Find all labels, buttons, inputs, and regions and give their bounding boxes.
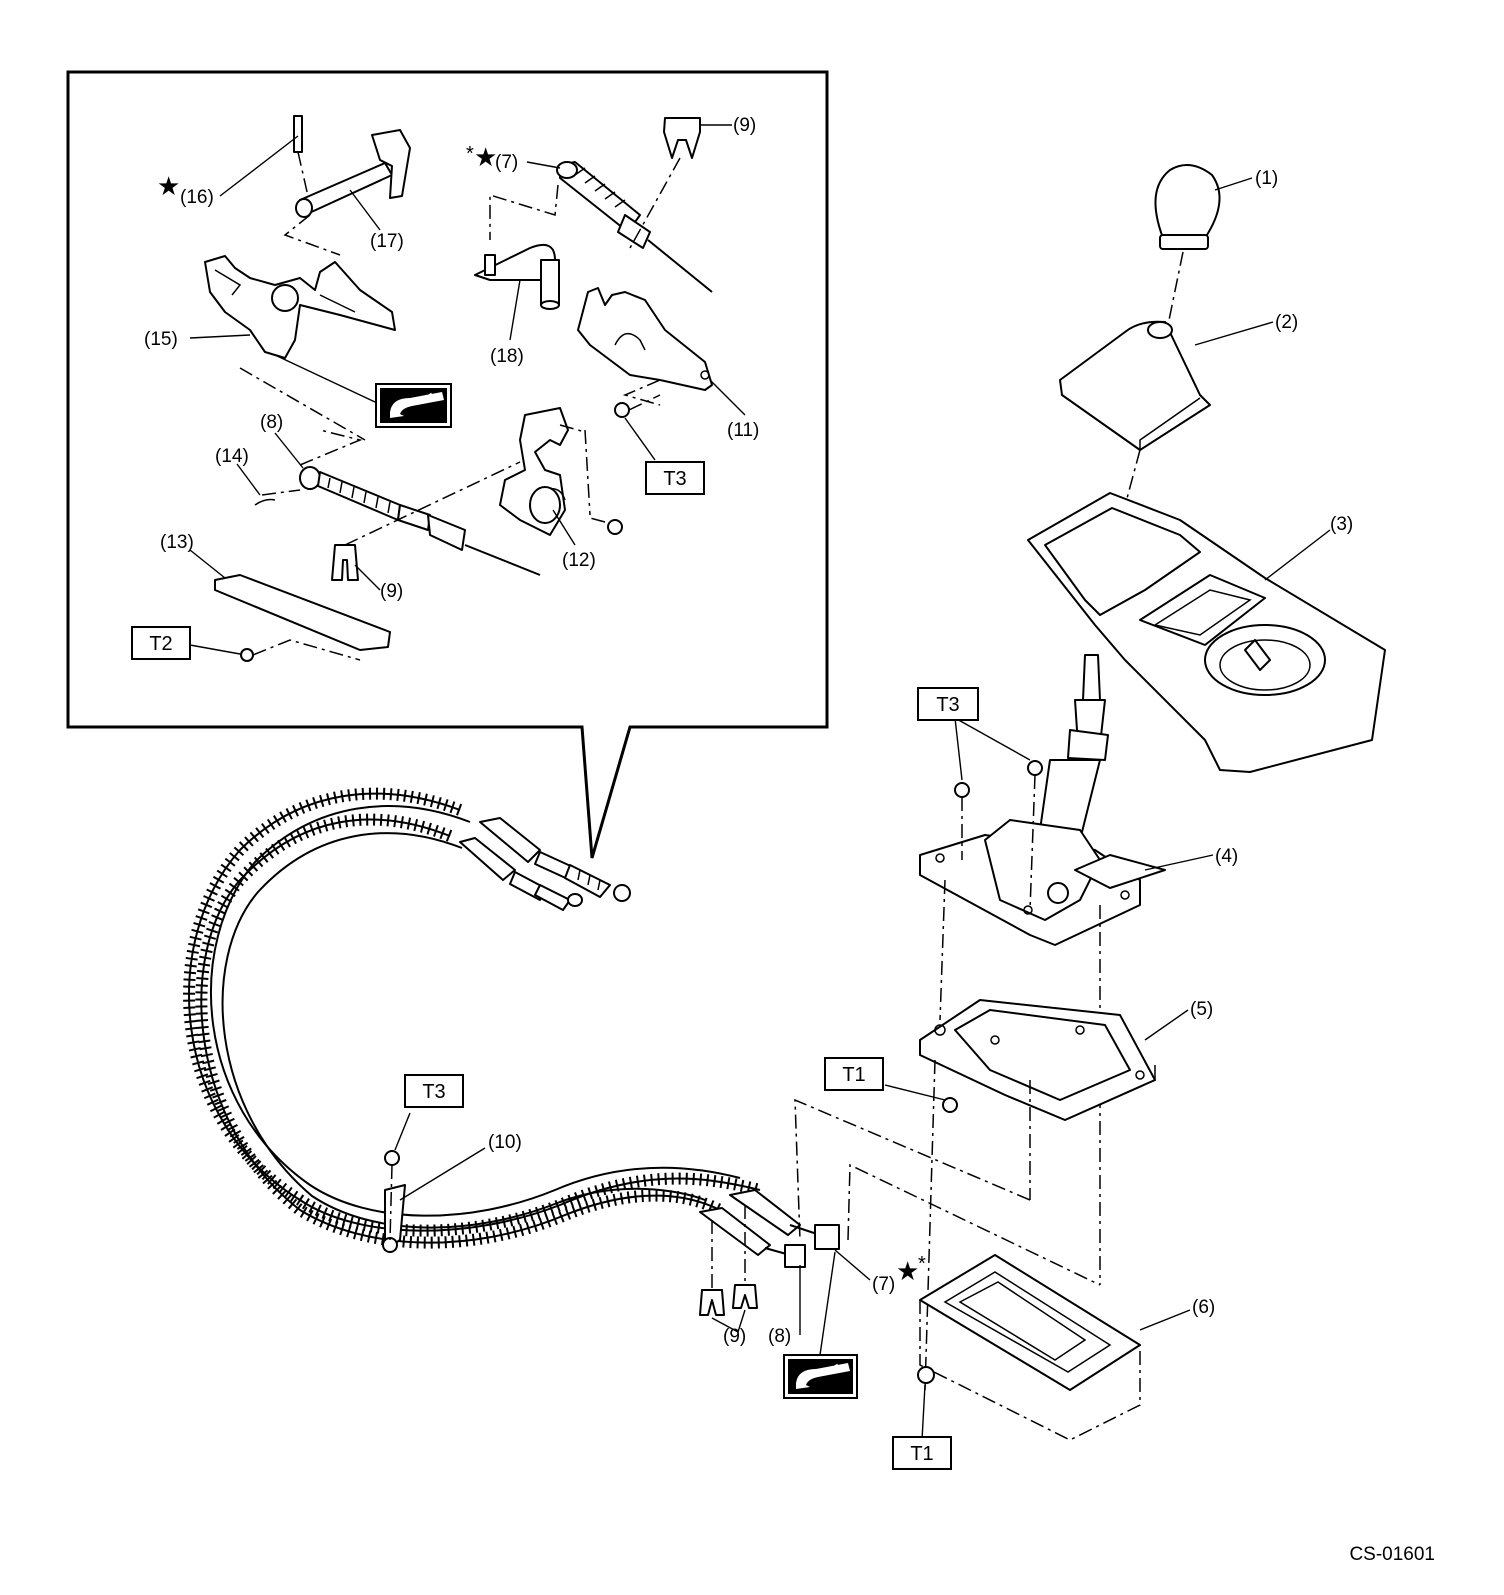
part-labels: (1) (2) (3) (4) (5) (6) (7) (7) (8) (8) … bbox=[144, 115, 1353, 1347]
part-9-clips-main bbox=[699, 1284, 758, 1333]
part-18-lever bbox=[474, 244, 560, 341]
part-3-center-console bbox=[1027, 492, 1386, 773]
label-part-14: (14) bbox=[215, 446, 249, 467]
torque-box-t3-inset: T3 bbox=[645, 461, 705, 495]
label-part-18: (18) bbox=[490, 346, 524, 367]
label-part-6: (6) bbox=[1192, 1297, 1215, 1318]
bolt-t3-inset bbox=[614, 394, 661, 461]
part-9-clip-inset-top bbox=[629, 117, 732, 249]
label-part-9-main: (9) bbox=[723, 1326, 746, 1347]
label-part-4: (4) bbox=[1215, 846, 1238, 867]
star-marker-16: ★ bbox=[157, 171, 180, 201]
torque-box-t3-upper: T3 bbox=[917, 687, 979, 721]
part-16-pin bbox=[219, 115, 311, 206]
label-part-10: (10) bbox=[488, 1132, 522, 1153]
torque-box-t2: T2 bbox=[131, 626, 191, 660]
torque-label-t1-upper: T1 bbox=[842, 1064, 865, 1086]
label-part-3: (3) bbox=[1330, 514, 1353, 535]
torque-label-t2: T2 bbox=[149, 633, 172, 655]
part-1-knob bbox=[1154, 164, 1253, 326]
torque-box-t3-cable: T3 bbox=[404, 1074, 464, 1108]
part-15-bracket bbox=[189, 255, 396, 441]
torque-labels: T2 T3 T3 T3 T1 T1 bbox=[131, 461, 979, 1470]
torque-box-t1-upper: T1 bbox=[824, 1057, 884, 1091]
torque-label-t3-upper: T3 bbox=[936, 694, 959, 716]
label-part-5: (5) bbox=[1190, 999, 1213, 1020]
part-9-clip-inset-bottom bbox=[331, 461, 521, 591]
part-2-shift-boot bbox=[1059, 320, 1274, 581]
part-12-bracket bbox=[499, 407, 623, 546]
label-part-13: (13) bbox=[160, 532, 194, 553]
grease-apply-icon bbox=[375, 383, 452, 428]
figure-code: CS-01601 bbox=[1349, 1544, 1435, 1565]
nut-t1-lower bbox=[917, 1366, 935, 1441]
label-part-12: (12) bbox=[562, 550, 596, 571]
label-part-9-inset-top: (9) bbox=[733, 115, 756, 136]
shift-lever bbox=[1039, 654, 1109, 841]
label-part-9-inset-bottom: (9) bbox=[380, 581, 403, 602]
label-part-7-main: (7) bbox=[872, 1274, 895, 1295]
label-part-2: (2) bbox=[1275, 312, 1298, 333]
special-markers: ★ * ★ ★ * bbox=[157, 142, 926, 1286]
bolts-t3-upper bbox=[954, 717, 1043, 911]
part-13-plate bbox=[189, 549, 391, 662]
detail-inset bbox=[66, 70, 829, 859]
part-8-boot-inset bbox=[236, 429, 541, 576]
label-part-11: (11) bbox=[727, 420, 759, 441]
part-10-bracket bbox=[382, 1112, 486, 1253]
label-part-16: (16) bbox=[180, 187, 214, 208]
torque-label-t3-inset: T3 bbox=[663, 468, 686, 490]
label-part-17: (17) bbox=[370, 231, 404, 252]
torque-label-t1-lower: T1 bbox=[910, 1443, 933, 1465]
label-part-7-inset: (7) bbox=[495, 152, 518, 173]
torque-box-t1-lower: T1 bbox=[892, 1436, 952, 1470]
grease-apply-icon bbox=[783, 1251, 858, 1399]
cable-assembly bbox=[183, 787, 871, 1335]
label-part-1: (1) bbox=[1255, 168, 1278, 189]
part-17-shaft bbox=[283, 129, 411, 256]
nut-t1-upper bbox=[794, 1084, 1031, 1241]
label-part-8-main: (8) bbox=[768, 1326, 791, 1347]
asterisk-marker-7-inset: * bbox=[466, 143, 474, 165]
torque-label-t3-cable: T3 bbox=[422, 1081, 445, 1103]
star-marker-7-main: ★ bbox=[896, 1256, 919, 1286]
label-part-15: (15) bbox=[144, 329, 178, 350]
part-5-housing bbox=[919, 999, 1189, 1391]
label-part-8-inset: (8) bbox=[260, 412, 283, 433]
star-marker-7-inset: ★ bbox=[474, 142, 497, 172]
part-6-cover bbox=[847, 1163, 1191, 1441]
asterisk-marker-7-main: * bbox=[918, 1253, 926, 1275]
part-11-plate bbox=[577, 287, 746, 416]
part-7-cable-end-inset bbox=[489, 161, 713, 293]
